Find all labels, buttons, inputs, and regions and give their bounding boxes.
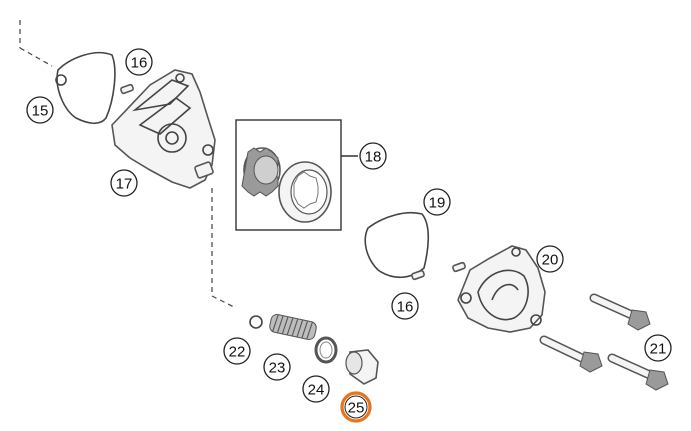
outer-rotor: [278, 161, 332, 223]
rotor-set-18: [235, 119, 358, 231]
screw-top: [589, 293, 651, 331]
gasket-15: [56, 51, 116, 125]
screws-21: [539, 293, 669, 391]
callout-18[interactable]: 18: [359, 142, 387, 170]
callout-17-label: 17: [116, 176, 133, 193]
spring-23: [269, 314, 317, 340]
pump-housing-17: [111, 69, 216, 189]
gasket-19: [364, 212, 430, 279]
dashed-leader-top-left-diag: [19, 47, 53, 67]
callout-20-label: 20: [542, 252, 559, 269]
callout-24-label: 24: [308, 382, 325, 399]
callout-15[interactable]: 15: [26, 96, 54, 124]
callouts: 15 16 17 18 19 20 16 21: [26, 48, 672, 423]
callout-25-inner-ring: [344, 395, 368, 419]
callout-25-highlight-ring: [340, 391, 372, 423]
inner-rotor: [241, 147, 281, 197]
callout-22-label: 22: [229, 344, 246, 361]
callout-25-label: 25: [348, 400, 365, 417]
callout-15-label: 15: [32, 103, 49, 120]
screw-bottom: [607, 353, 669, 391]
callout-21[interactable]: 21: [644, 334, 672, 362]
callout-21-label: 21: [650, 341, 667, 358]
washer-24: [314, 336, 338, 364]
ball-22: [249, 315, 263, 329]
callout-19-label: 19: [429, 195, 446, 212]
callout-16-lower-label: 16: [397, 299, 414, 316]
callout-25-highlighted[interactable]: 25: [340, 391, 372, 423]
dowel-pin-cover: [452, 261, 466, 273]
callout-16-lower[interactable]: 16: [391, 292, 419, 320]
callout-23-label: 23: [269, 360, 286, 377]
pump-cover-20: [457, 245, 546, 333]
screw-middle: [539, 335, 603, 373]
plug-25: [345, 349, 379, 385]
callout-18-label: 18: [365, 149, 382, 166]
callout-20[interactable]: 20: [536, 245, 564, 273]
callout-23[interactable]: 23: [263, 353, 291, 381]
callout-17[interactable]: 17: [110, 169, 138, 197]
dashed-leaders: [19, 20, 237, 309]
callout-22[interactable]: 22: [223, 337, 251, 365]
dashed-leader-bottom: [211, 295, 237, 309]
gasket-15-hole: [55, 74, 67, 86]
callout-19[interactable]: 19: [423, 188, 451, 216]
callout-24[interactable]: 24: [302, 375, 330, 403]
callout-16-upper[interactable]: 16: [125, 48, 153, 76]
dowel-pin-16-lower: [411, 269, 425, 281]
dowel-pin-16-upper: [120, 83, 134, 95]
callout-16-upper-label: 16: [131, 55, 148, 72]
